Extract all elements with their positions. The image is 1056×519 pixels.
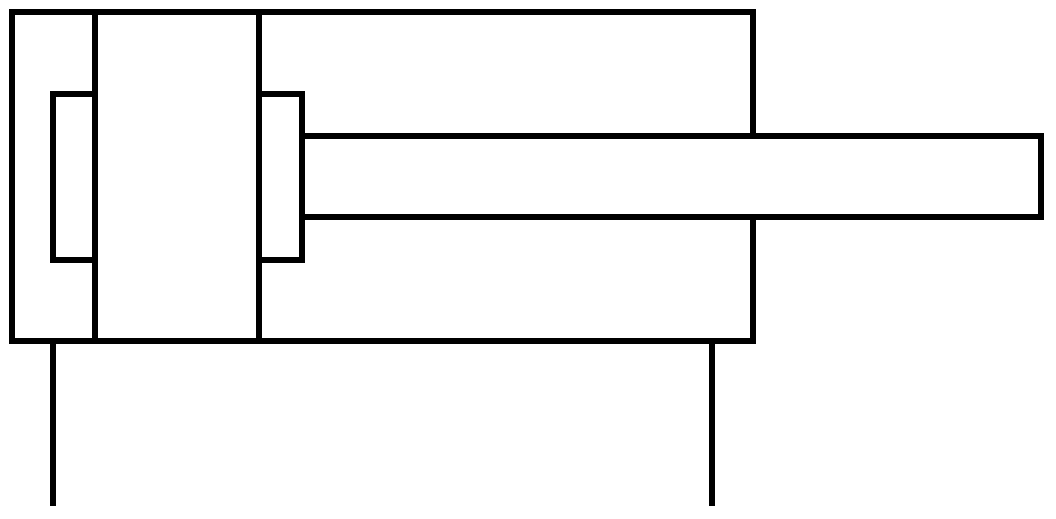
piston-rod [299,133,1044,220]
piston [92,9,262,344]
cap-end-cushion [50,91,98,263]
rod-end-cushion [256,91,305,263]
cylinder-symbol-group [9,9,1044,506]
cylinder-barrel [9,9,756,344]
